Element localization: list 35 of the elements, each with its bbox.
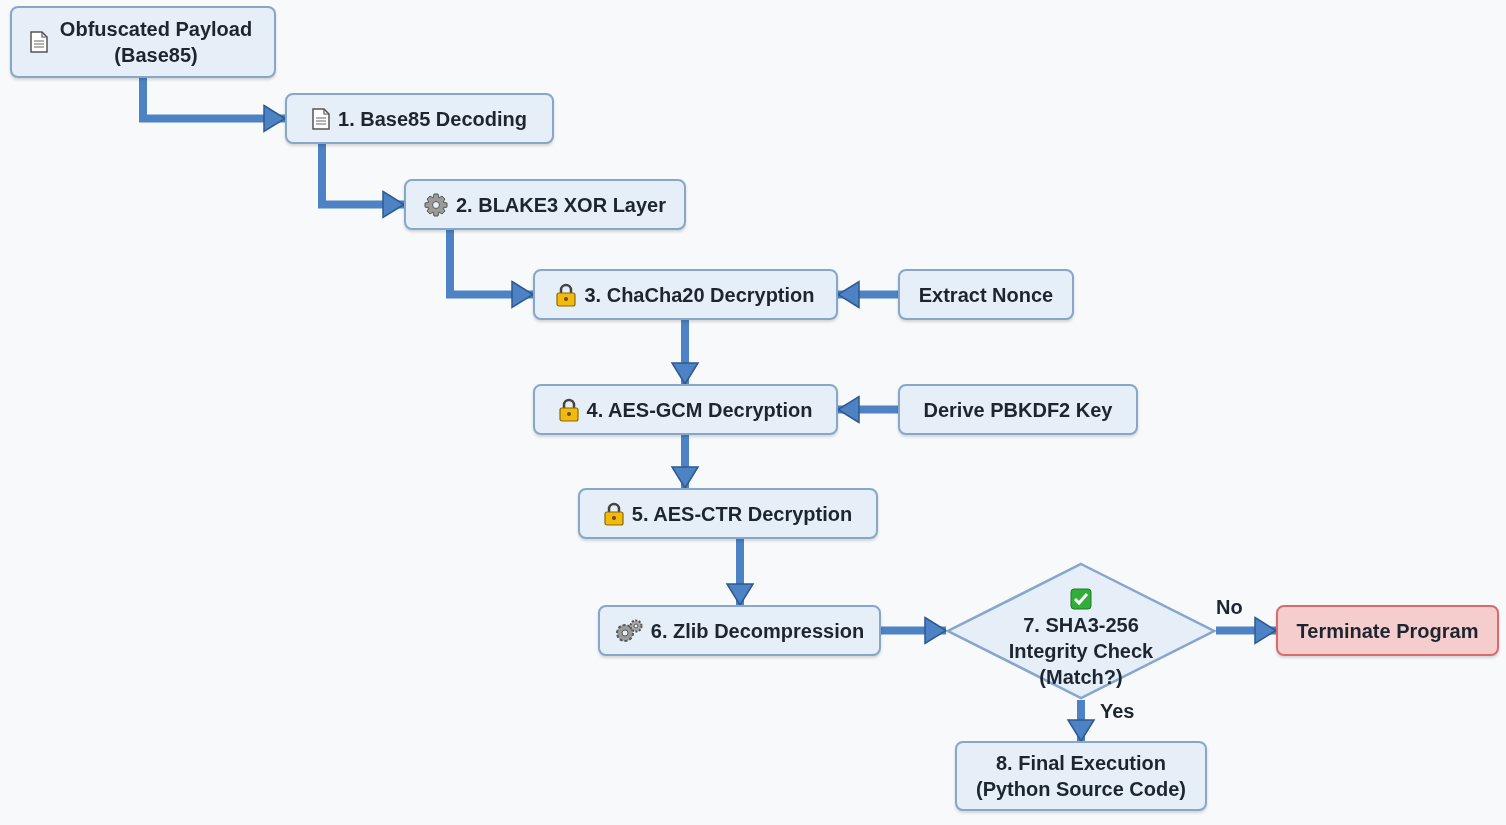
node-text: 6. Zlib Decompression: [650, 618, 865, 644]
node-text: 8. Final Execution (Python Source Code): [975, 751, 1187, 802]
node-text: 1. Base85 Decoding: [338, 106, 527, 132]
process-box: [404, 179, 686, 230]
node-text: Terminate Program: [1296, 618, 1479, 644]
arrow: [726, 539, 754, 606]
node-text: Derive PBKDF2 Key: [923, 397, 1113, 423]
node-text: 2. BLAKE3 XOR Layer: [455, 192, 667, 218]
arrow: [1216, 616, 1277, 645]
process-box: [578, 488, 878, 539]
node-text: 3. ChaCha20 Decryption: [584, 282, 815, 308]
process-box: [285, 93, 554, 144]
node-text: Extract Nonce: [918, 282, 1054, 308]
process-box: [898, 384, 1138, 435]
node-text: 5. AES-CTR Decryption: [631, 501, 853, 527]
terminate-box: [1276, 605, 1499, 656]
arrow: [671, 320, 699, 385]
arrow: [837, 280, 898, 309]
arrow: [837, 395, 898, 424]
arrow: [446, 230, 534, 309]
process-box: [533, 269, 838, 320]
process-box: [955, 741, 1207, 811]
node-text: 7. SHA3-256 Integrity Check (Match?): [1007, 613, 1155, 690]
node-text: Obfuscated Payload (Base85): [58, 17, 254, 68]
decision-diamond: [946, 562, 1216, 700]
node-text: 4. AES-GCM Decryption: [586, 397, 813, 423]
arrow: [318, 144, 405, 219]
process-box: [598, 605, 881, 656]
process-box: [533, 384, 838, 435]
process-box: [10, 6, 276, 78]
arrow: [139, 78, 286, 133]
arrow: [881, 616, 947, 645]
arrow: [671, 435, 699, 489]
process-box: [898, 269, 1074, 320]
arrow: [1067, 700, 1095, 742]
